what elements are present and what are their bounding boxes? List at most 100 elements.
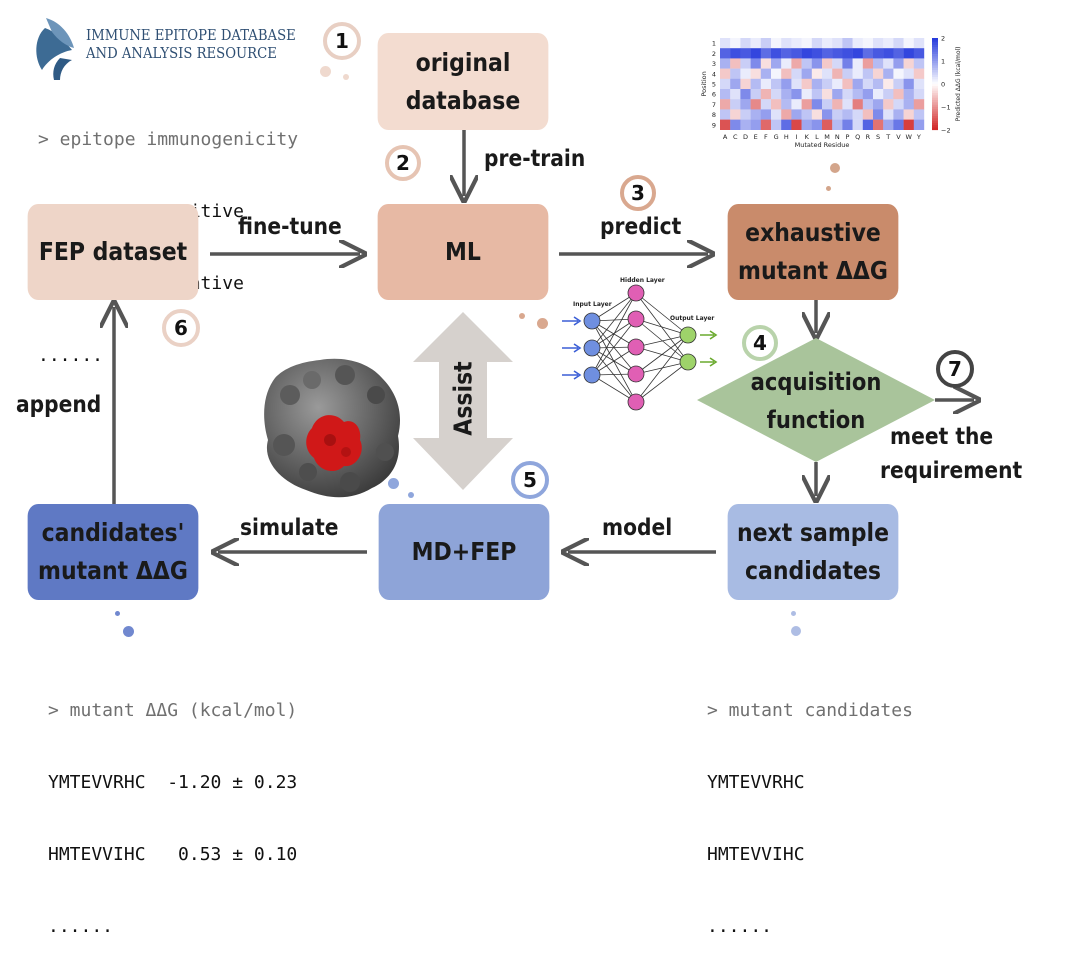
heatmap-cell xyxy=(750,89,761,100)
heatmap-cell xyxy=(730,38,741,49)
decor-dot xyxy=(343,74,349,80)
heatmap-x-tick: I xyxy=(796,133,798,141)
heatmap-cell xyxy=(811,109,823,120)
heatmap-cell xyxy=(760,48,772,59)
colorbar-segment xyxy=(932,122,938,126)
heatmap-cell xyxy=(811,58,823,69)
decor-dot xyxy=(791,611,796,616)
heatmap-y-tick: 2 xyxy=(712,50,716,58)
heatmap-cell xyxy=(811,48,823,59)
heatmap-cell xyxy=(791,58,802,69)
colorbar-segment xyxy=(932,54,938,57)
heatmap-x-tick: F xyxy=(764,133,768,141)
heatmap-cell xyxy=(760,68,772,79)
heatmap-cell xyxy=(893,68,904,79)
logo-line2: AND ANALYSIS RESOURCE xyxy=(86,44,277,62)
heatmap-cell xyxy=(873,89,884,100)
step-5-marker: 5 xyxy=(511,461,549,499)
step-3-marker: 3 xyxy=(620,175,656,211)
colorbar-segment xyxy=(932,63,938,66)
heatmap-cell xyxy=(862,38,874,49)
colorbar-segment xyxy=(932,51,938,55)
heatmap-cell xyxy=(740,48,751,59)
logo-line1: IMMUNE EPITOPE DATABASE xyxy=(86,26,296,44)
heatmap-cell xyxy=(771,38,782,49)
heatmap-cell xyxy=(883,68,894,79)
colorbar-segment xyxy=(932,60,938,64)
heatmap-cell xyxy=(720,89,731,100)
heatmap-cell xyxy=(852,109,863,120)
heatmap-cell xyxy=(811,68,823,79)
colorbar-segment xyxy=(932,79,938,82)
heatmap-cell xyxy=(750,68,761,79)
decor-dot xyxy=(115,611,120,616)
colorbar-segment xyxy=(932,88,938,92)
heatmap-cell xyxy=(791,68,802,79)
iedb-logo xyxy=(36,18,74,80)
heatmap-cell xyxy=(760,58,772,69)
heatmap-cell xyxy=(822,58,833,69)
finetune-label: fine-tune xyxy=(238,214,342,240)
heatmap-cell xyxy=(913,68,925,79)
heatmap-cell xyxy=(791,119,802,130)
heatmap-cell xyxy=(811,78,823,90)
heatmap-cell xyxy=(771,89,782,100)
heatmap-cell xyxy=(873,78,884,90)
mutant-dg-line: HMTEVVIHC 0.53 ± 0.10 xyxy=(48,844,298,865)
heatmap-cell xyxy=(781,58,792,69)
heatmap-cell xyxy=(852,99,863,110)
heatmap-cell xyxy=(801,68,812,79)
colorbar-segment xyxy=(932,111,938,115)
heatmap-cell xyxy=(750,119,761,130)
colorbar-label: Predicted ΔΔG (kcal/mol) xyxy=(955,46,962,121)
ml-node: ML xyxy=(377,204,549,300)
colorbar-segment xyxy=(932,120,938,124)
heatmap-cell xyxy=(781,48,792,59)
colorbar-tick: −2 xyxy=(941,126,951,134)
heatmap-cell xyxy=(801,48,812,59)
acquisition-function-node: acquisition function xyxy=(750,368,882,434)
heatmap-cell xyxy=(873,109,884,120)
heatmap-cell xyxy=(750,99,761,110)
heatmap-cell xyxy=(873,58,884,69)
colorbar-tick: 1 xyxy=(941,57,945,65)
heatmap-cell xyxy=(720,38,731,49)
colorbar-tick: 2 xyxy=(941,35,945,43)
decor-dot xyxy=(826,186,831,191)
heatmap-y-tick: 6 xyxy=(712,91,716,99)
heatmap-cell xyxy=(883,109,894,120)
heatmap-x-tick: E xyxy=(754,133,758,141)
heatmap-cell xyxy=(832,48,843,59)
colorbar-segment xyxy=(932,42,938,46)
heatmap-x-tick: L xyxy=(815,133,819,141)
mutant-dg-line: ...... xyxy=(48,916,114,937)
candidates-header: > mutant candidates xyxy=(707,700,913,721)
heatmap-cell xyxy=(771,99,782,110)
heatmap-x-tick: C xyxy=(733,133,738,141)
heatmap-cell xyxy=(913,48,925,59)
heatmap-cell xyxy=(771,48,782,59)
heatmap-cell xyxy=(822,109,833,120)
neural-network-illustration: Input Layer Hidden Layer Output Layer xyxy=(562,277,718,411)
heatmap-cell xyxy=(842,99,853,110)
heatmap-cell xyxy=(852,48,863,59)
heatmap-cell xyxy=(862,78,874,90)
heatmap-cell xyxy=(740,68,751,79)
heatmap-cell xyxy=(832,119,843,130)
heatmap-cell xyxy=(913,89,925,100)
colorbar-segment xyxy=(932,74,938,78)
heatmap-cell xyxy=(750,48,761,59)
heatmap-x-tick: M xyxy=(824,133,830,141)
heatmap-cell xyxy=(832,78,843,90)
heatmap-cell xyxy=(791,78,802,90)
heatmap-cell xyxy=(903,78,914,90)
colorbar-segment xyxy=(932,102,938,105)
heatmap-cell xyxy=(760,119,772,130)
heatmap-x-tick: N xyxy=(835,133,840,141)
heatmap-cell xyxy=(852,89,863,100)
heatmap-cell xyxy=(811,89,823,100)
heatmap-y-tick: 4 xyxy=(712,70,716,78)
heatmap-cell xyxy=(842,78,853,90)
colorbar-segment xyxy=(932,86,938,89)
heatmap-cell xyxy=(852,68,863,79)
